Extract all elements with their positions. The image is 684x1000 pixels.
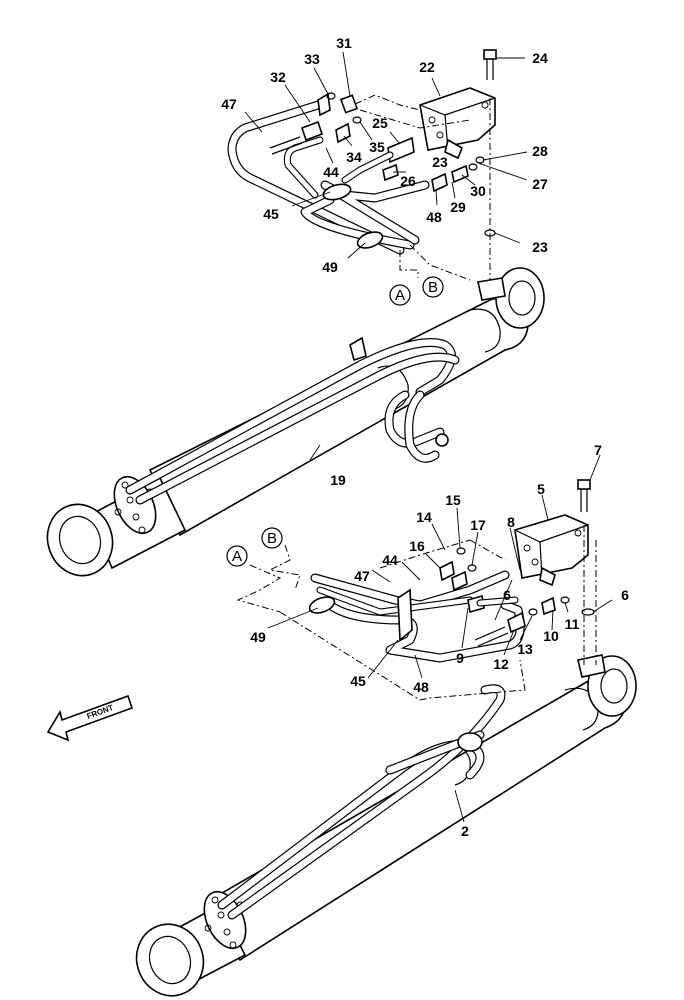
- label-34: 34: [346, 149, 362, 165]
- label-26: 26: [400, 173, 416, 189]
- label-48-top: 48: [426, 209, 442, 225]
- label-8: 8: [507, 514, 515, 530]
- upper-valve-group: [227, 49, 525, 281]
- label-15: 15: [445, 492, 461, 508]
- label-13: 13: [517, 641, 533, 657]
- label-45-bottom: 45: [350, 673, 366, 689]
- label-29: 29: [450, 199, 466, 215]
- label-10: 10: [543, 628, 559, 644]
- label-19: 19: [330, 472, 346, 488]
- gland-bolt-ring: [113, 475, 157, 535]
- label-17: 17: [470, 517, 486, 533]
- label-6-right: 6: [621, 587, 629, 603]
- label-45-top: 45: [263, 206, 279, 222]
- label-27: 27: [532, 176, 548, 192]
- circle-b-bottom: B: [267, 530, 277, 547]
- label-49-top: 49: [322, 259, 338, 275]
- label-23-lower: 23: [532, 239, 548, 255]
- label-14: 14: [416, 509, 432, 525]
- label-48-bottom: 48: [413, 679, 429, 695]
- part-number-labels: 31 33 22 24 32 47 25 34 35 23 28 44 26 2…: [221, 35, 629, 839]
- label-11: 11: [565, 616, 580, 632]
- label-23-upper: 23: [432, 154, 448, 170]
- label-47-bottom: 47: [354, 568, 370, 584]
- label-44-bottom: 44: [382, 552, 398, 568]
- circle-b-top: B: [428, 279, 438, 296]
- label-7: 7: [594, 442, 602, 458]
- label-31: 31: [336, 35, 352, 51]
- label-16: 16: [409, 538, 425, 554]
- label-22: 22: [419, 59, 435, 75]
- label-35: 35: [369, 139, 385, 155]
- label-47-top: 47: [221, 96, 237, 112]
- label-12: 12: [493, 656, 509, 672]
- circle-a-bottom: A: [232, 548, 242, 565]
- label-25: 25: [372, 115, 388, 131]
- label-2: 2: [461, 823, 469, 839]
- circle-labels: A B A B: [226, 276, 444, 567]
- label-49-bottom: 49: [250, 629, 266, 645]
- label-6-left: 6: [503, 587, 511, 603]
- label-44-top: 44: [323, 164, 339, 180]
- label-30: 30: [470, 183, 486, 199]
- label-5: 5: [537, 481, 545, 497]
- label-28: 28: [532, 143, 548, 159]
- lower-valve-group: [236, 454, 601, 701]
- label-24: 24: [532, 50, 548, 66]
- upper-cylinder-assembly: [46, 267, 545, 577]
- circle-a-top: A: [395, 287, 405, 304]
- label-9: 9: [456, 650, 464, 666]
- lower-cylinder-assembly: [135, 654, 637, 997]
- label-33: 33: [304, 51, 320, 67]
- label-32: 32: [270, 69, 286, 85]
- leader-lines: [244, 51, 613, 823]
- front-arrow-icon: FRONT: [46, 694, 134, 742]
